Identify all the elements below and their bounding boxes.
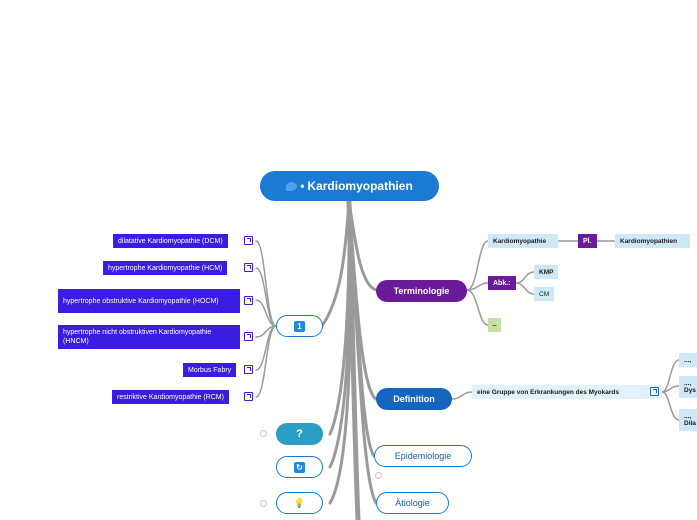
- root-title: Kardiomyopathien: [307, 179, 413, 193]
- item-hocm[interactable]: hypertrophe obstruktive Kardiomyopathie …: [58, 289, 240, 313]
- item-label: hypertrophe Kardiomyopathie (HCM): [108, 264, 223, 272]
- collapse-toggle[interactable]: [260, 430, 267, 437]
- sub-prefix: ...,: [684, 380, 692, 387]
- item-rcm[interactable]: restriktive Kardiomyopathie (RCM): [112, 390, 229, 404]
- term-label: Kardiomyopathie: [493, 237, 547, 245]
- abbr-text: CM: [539, 290, 550, 298]
- topic-epidemiologie[interactable]: Epidemiologie: [374, 445, 472, 467]
- sub-text: Dila: [684, 420, 696, 427]
- sub-prefix: ...,: [684, 356, 692, 364]
- external-link-icon[interactable]: [244, 263, 253, 272]
- definition-text[interactable]: eine Gruppe von Erkrankungen des Myokard…: [472, 385, 662, 399]
- definition-sub-2[interactable]: ..., Dys: [679, 376, 697, 398]
- speech-bubble-icon: [286, 181, 298, 191]
- definition-sub-3[interactable]: ..., Dila: [679, 409, 697, 431]
- plural-label[interactable]: Pl.: [578, 234, 597, 248]
- lightbulb-icon: 💡: [293, 497, 306, 508]
- external-link-icon[interactable]: [244, 392, 253, 401]
- list-node[interactable]: 1: [276, 315, 323, 337]
- external-link-icon[interactable]: [650, 387, 659, 396]
- term-tag[interactable]: Kardiomyopathie: [488, 234, 558, 248]
- root-bullet: •: [300, 179, 305, 193]
- item-label: dilatative Kardiomyopathie (DCM): [118, 237, 223, 245]
- external-link-icon[interactable]: [244, 365, 253, 374]
- plural-text: Kardiomyopathien: [620, 237, 678, 245]
- root-topic[interactable]: • Kardiomyopathien: [260, 171, 439, 201]
- sub-prefix: ...,: [684, 413, 692, 420]
- topic-aetiologie[interactable]: Ätiologie: [376, 492, 449, 514]
- topic-label: Ätiologie: [395, 498, 430, 508]
- plural-label-text: Pl.: [583, 237, 592, 245]
- item-dcm[interactable]: dilatative Kardiomyopathie (DCM): [113, 234, 228, 248]
- dash-tag[interactable]: –: [488, 318, 501, 332]
- dash-text: –: [492, 320, 497, 330]
- external-link-icon[interactable]: [244, 236, 253, 245]
- abbr-label-text: Abk.:: [493, 279, 511, 287]
- item-hcm[interactable]: hypertrophe Kardiomyopathie (HCM): [103, 261, 228, 275]
- item-label: hypertrophe obstruktive Kardiomyopathie …: [63, 297, 219, 305]
- external-link-icon[interactable]: [244, 332, 253, 341]
- topic-label: Terminologie: [393, 286, 450, 296]
- item-label: restriktive Kardiomyopathie (RCM): [117, 393, 224, 401]
- item-hncm[interactable]: hypertrophe nicht obstruktiven Kardiomyo…: [58, 325, 240, 349]
- external-link-icon[interactable]: [244, 296, 253, 305]
- refresh-icon: ↻: [294, 461, 305, 473]
- definition-sub-1[interactable]: ...,: [679, 353, 697, 367]
- abbr-label[interactable]: Abk.:: [488, 276, 516, 290]
- numbered-list-icon: 1: [294, 320, 305, 332]
- topic-terminologie[interactable]: Terminologie: [376, 280, 467, 302]
- item-label: Morbus Fabry: [188, 366, 232, 374]
- item-morbus-fabry[interactable]: Morbus Fabry: [183, 363, 237, 377]
- question-icon: ?: [296, 428, 303, 440]
- definition-label: eine Gruppe von Erkrankungen des Myokard…: [477, 388, 619, 396]
- topic-definition[interactable]: Definition: [376, 388, 452, 410]
- refresh-node[interactable]: ↻: [276, 456, 323, 478]
- plural-tag[interactable]: Kardiomyopathien: [615, 234, 690, 248]
- topic-label: Definition: [393, 394, 435, 404]
- collapse-toggle[interactable]: [260, 500, 267, 507]
- sub-text: Dys: [684, 387, 696, 394]
- collapse-toggle[interactable]: [375, 472, 382, 479]
- item-label: hypertrophe nicht obstruktiven Kardiomyo…: [63, 329, 212, 345]
- abbr-cm[interactable]: CM: [534, 287, 555, 301]
- question-node[interactable]: ?: [276, 423, 323, 445]
- topic-label: Epidemiologie: [394, 451, 452, 461]
- idea-node[interactable]: 💡: [276, 492, 323, 514]
- abbr-text: KMP: [539, 268, 554, 276]
- abbr-kmp[interactable]: KMP: [534, 265, 559, 279]
